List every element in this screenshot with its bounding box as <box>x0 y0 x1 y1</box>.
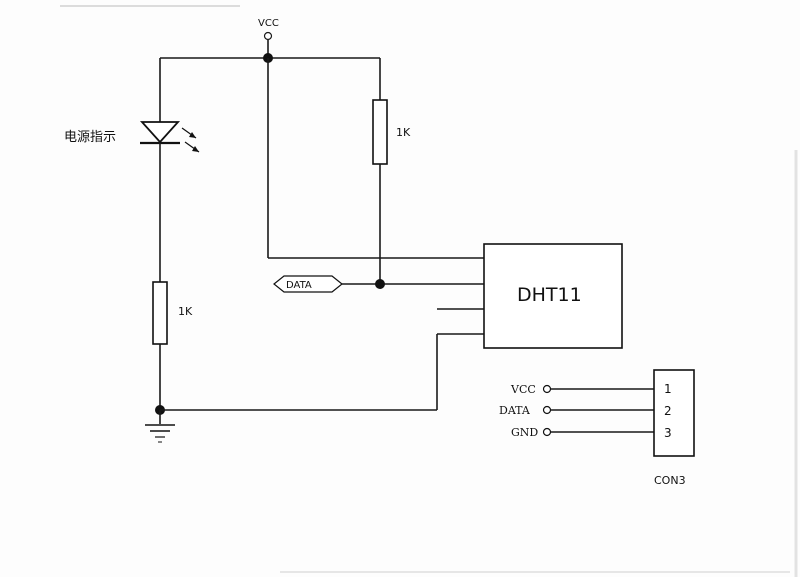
dht11-chip <box>483 243 623 349</box>
dht11-label: DHT11 <box>517 284 582 306</box>
con-vcc-terminal <box>542 384 552 394</box>
junction-data <box>375 279 385 289</box>
connector-label: CON3 <box>654 474 686 487</box>
resistor-r1 <box>372 99 388 165</box>
con-vcc-label: VCC <box>510 383 536 396</box>
r2-value-label: 1K <box>178 305 193 318</box>
r1-value-label: 1K <box>396 126 411 139</box>
vcc-top-label: VCC <box>258 18 279 29</box>
resistor-r2 <box>152 281 168 345</box>
pin-2-label: 2 <box>664 404 672 418</box>
con-data-label: DATA <box>499 404 531 417</box>
ground-symbol <box>145 424 175 443</box>
connector-con3 <box>653 369 695 457</box>
con-gnd-terminal <box>542 427 552 437</box>
led-diode <box>139 121 200 153</box>
con-data-terminal <box>542 405 552 415</box>
data-tag-label: DATA <box>286 280 312 291</box>
vcc-terminal <box>263 31 273 41</box>
con-gnd-label: GND <box>511 426 538 439</box>
pin-1-label: 1 <box>664 382 672 396</box>
pin-3-label: 3 <box>664 426 672 440</box>
led-label: 电源指示 <box>64 130 116 145</box>
